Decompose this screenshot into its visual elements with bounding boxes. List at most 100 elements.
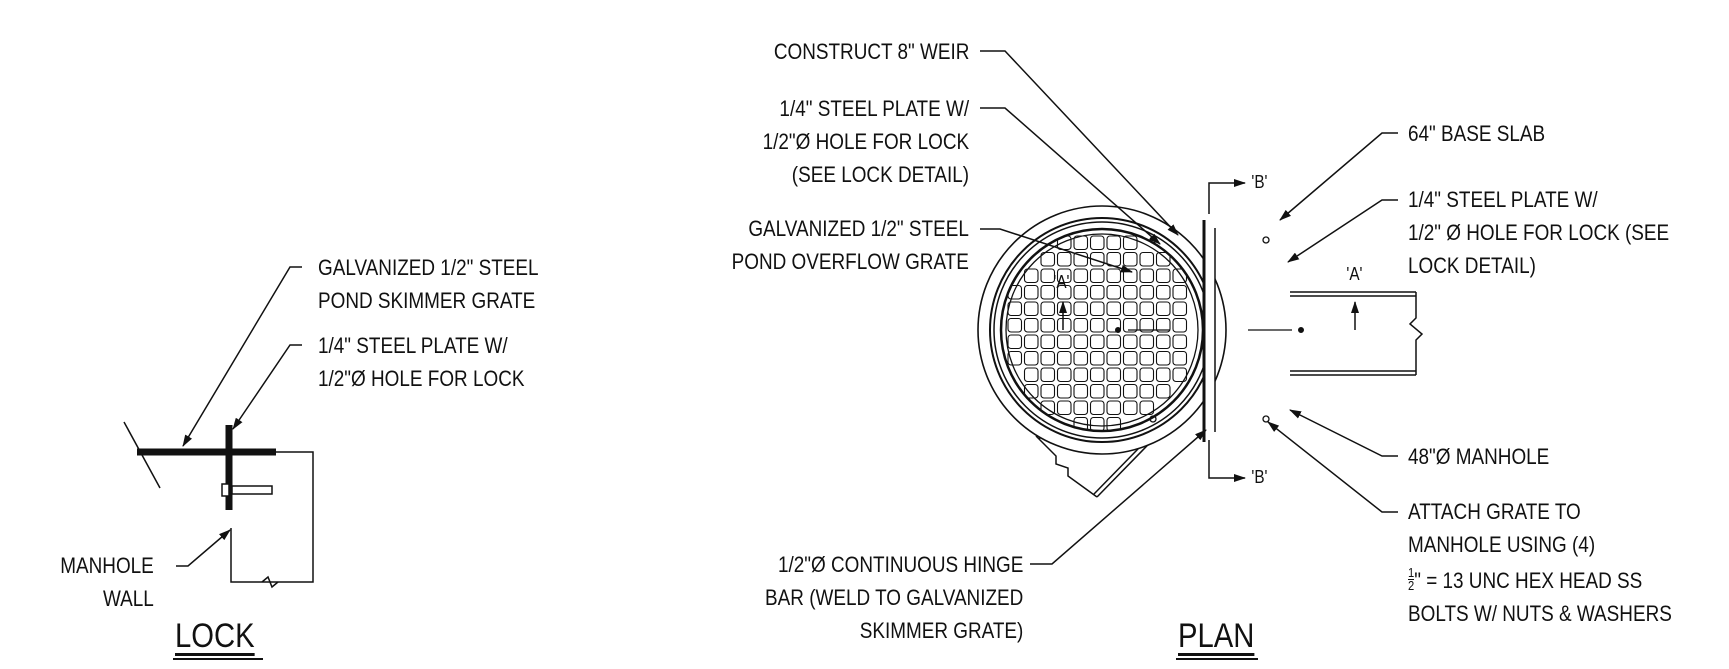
grate-opening (1056, 383, 1072, 399)
lock-plate-label: 1/4" STEEL PLATE W/1/2"Ø HOLE FOR LOCK (318, 333, 525, 391)
bolt-hole (1149, 415, 1157, 423)
grate-opening (1122, 350, 1138, 366)
grate-opening (1040, 251, 1056, 267)
leader-plate (232, 344, 302, 430)
grate-opening (1089, 317, 1105, 333)
grate-opening (1122, 334, 1138, 350)
grate-opening (1155, 251, 1171, 267)
lock-title: LOCK (175, 617, 255, 655)
leader-overflow (980, 228, 1133, 273)
grate-opening (1106, 367, 1122, 383)
break-line (123, 421, 161, 489)
grate-opening (1089, 400, 1105, 416)
grate-opening (1073, 416, 1089, 430)
grate-opening (1172, 301, 1188, 317)
grate-opening (1139, 400, 1155, 416)
grate-opening (1089, 334, 1105, 350)
grate-opening (1172, 317, 1188, 333)
grate-opening (1056, 334, 1072, 350)
grate-opening (1106, 317, 1122, 333)
grate-opening (1155, 268, 1171, 284)
grate-opening (1155, 284, 1171, 300)
plan-annotations (980, 50, 1398, 660)
lock-hole (1298, 327, 1304, 333)
section-b-bottom: 'B' (1251, 467, 1268, 487)
grate-opening (1073, 334, 1089, 350)
leader-attach (1267, 421, 1398, 513)
grate-opening (1139, 301, 1155, 317)
grate-opening (1056, 284, 1072, 300)
grate-opening (1139, 383, 1155, 399)
grate-opening (1172, 367, 1188, 383)
leader-plate-right (1287, 199, 1398, 263)
grate-opening (1073, 268, 1089, 284)
grate-opening (1056, 251, 1072, 267)
grate-opening (1106, 400, 1122, 416)
grate-opening (1073, 400, 1089, 416)
grate-opening (1040, 284, 1056, 300)
grate-opening (1089, 383, 1105, 399)
grate-opening (1056, 268, 1072, 284)
grate-opening (1106, 416, 1122, 430)
leader-manhole (1289, 409, 1398, 457)
plan-title: PLAN (1178, 617, 1255, 655)
bolt-hole (1262, 236, 1270, 244)
grate-opening (1023, 367, 1039, 383)
section-a-right: 'A' (1346, 264, 1363, 284)
grate-opening (1122, 383, 1138, 399)
grate-opening (1155, 350, 1171, 366)
grate-opening (1089, 350, 1105, 366)
leader-hinge (1030, 429, 1207, 565)
lock-detail (123, 266, 314, 660)
bolt-nub (221, 483, 230, 497)
grate-opening (1122, 367, 1138, 383)
grate-opening (1040, 383, 1056, 399)
plan-detail (977, 205, 1424, 498)
bolt-hole (1262, 415, 1270, 423)
grate-opening (1139, 334, 1155, 350)
base-slab (977, 205, 1227, 455)
grate-opening (1106, 301, 1122, 317)
grate-opening (1139, 317, 1155, 333)
grate-opening (1023, 301, 1039, 317)
outlet-pipe-right (1290, 291, 1424, 376)
grate-opening (1040, 301, 1056, 317)
grate-opening (1106, 350, 1122, 366)
grate-opening (1023, 317, 1039, 333)
lock-bolt (231, 485, 273, 495)
lock-hole (1115, 327, 1121, 333)
grate-opening (1172, 350, 1188, 366)
grate-opening (1089, 416, 1105, 430)
grate-opening (1056, 367, 1072, 383)
grate-opening (1106, 284, 1122, 300)
grate-opening (1023, 350, 1039, 366)
grate-opening (1139, 284, 1155, 300)
grate-opening (1056, 317, 1072, 333)
grate-opening (1073, 317, 1089, 333)
wall-break (261, 575, 279, 589)
grate-opening (1073, 301, 1089, 317)
grate-opening (1040, 268, 1056, 284)
grate-opening (1007, 317, 1023, 333)
grate-opening (1106, 268, 1122, 284)
grate-opening (1007, 301, 1023, 317)
grate-opening (1122, 284, 1138, 300)
grate-opening (1139, 367, 1155, 383)
grate-opening (1122, 400, 1138, 416)
manhole-wall (230, 451, 314, 583)
grate-opening (1056, 400, 1072, 416)
weir-label: CONSTRUCT 8" WEIR (773, 39, 969, 64)
leader-base (1279, 132, 1398, 221)
grate-opening (1023, 284, 1039, 300)
base-slab-label: 64" BASE SLAB (1408, 121, 1546, 146)
grate-opening (1155, 317, 1171, 333)
grate-opening (1040, 334, 1056, 350)
grate-opening (1139, 268, 1155, 284)
grate-opening (1073, 350, 1089, 366)
grate-opening (1023, 334, 1039, 350)
